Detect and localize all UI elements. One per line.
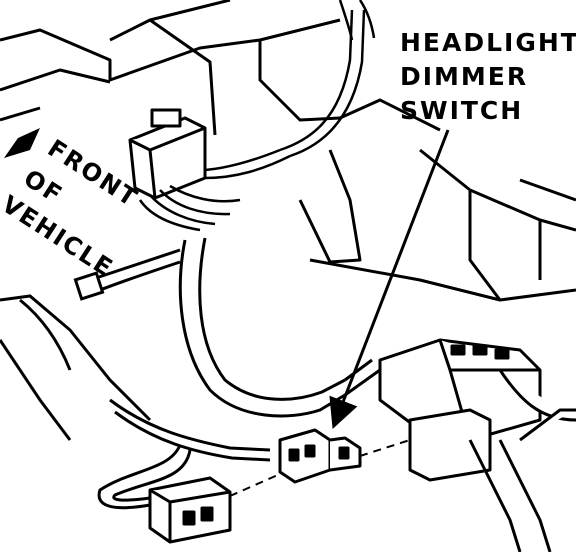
connector-lower bbox=[148, 476, 232, 544]
callout-label: HEADLIGHT DIMMER SWITCH bbox=[400, 26, 576, 128]
lower-panel bbox=[0, 294, 152, 441]
alignment-dashes bbox=[229, 439, 411, 497]
callout-line-1: HEADLIGHT bbox=[400, 28, 576, 57]
steering-column bbox=[378, 338, 576, 552]
harness-lower bbox=[97, 398, 271, 510]
callout-line-2: DIMMER bbox=[400, 62, 529, 91]
leader-arrow bbox=[329, 129, 450, 429]
wire-bundle-upper bbox=[138, 0, 376, 232]
relay-box bbox=[128, 108, 207, 200]
direction-arrow bbox=[4, 128, 40, 158]
harness-main bbox=[178, 237, 381, 418]
dash-housing bbox=[0, 0, 576, 302]
harness-left bbox=[73, 248, 181, 301]
callout-line-3: SWITCH bbox=[400, 96, 524, 125]
connector-mid bbox=[278, 428, 362, 484]
